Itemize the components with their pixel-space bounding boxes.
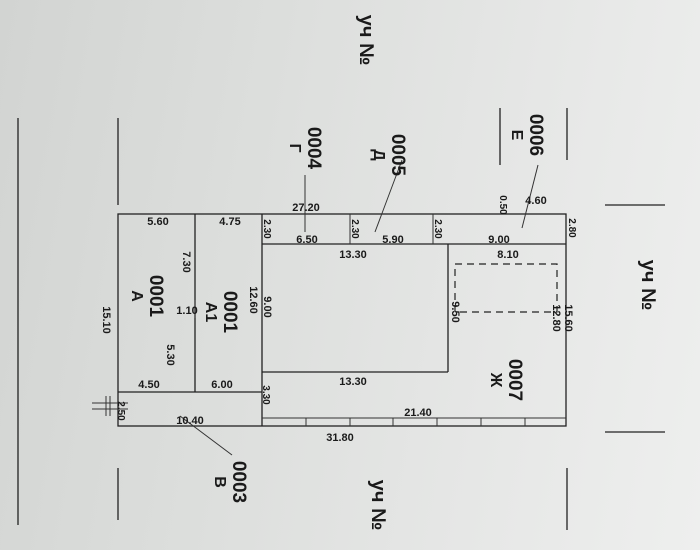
dim-2-30-c: 2.30 bbox=[432, 219, 443, 239]
dim-15-60: 15.60 bbox=[562, 304, 574, 332]
dim-3-30: 3.30 bbox=[260, 385, 271, 405]
building-code: 0003 bbox=[228, 461, 249, 503]
dim-9-00-v: 9.00 bbox=[261, 296, 273, 317]
dim-5-30: 5.30 bbox=[164, 344, 176, 365]
dim-8-10: 8.10 bbox=[497, 249, 518, 261]
plot-label-top: уч № bbox=[355, 15, 377, 66]
dim-2-80: 2.80 bbox=[566, 218, 577, 238]
dim-0-50: 0.50 bbox=[497, 195, 508, 215]
dim-6-00: 6.00 bbox=[211, 379, 232, 391]
dim-1-10: 1.10 bbox=[176, 305, 197, 317]
leader-0005 bbox=[374, 159, 403, 233]
building-0005: 0005 Д bbox=[370, 134, 408, 177]
building-code: 0004 bbox=[303, 127, 324, 170]
dim-2-50: 2.50 bbox=[115, 401, 126, 421]
building-letter: А bbox=[128, 290, 145, 302]
dim-4-75: 4.75 bbox=[219, 216, 240, 228]
dim-31-80: 31.80 bbox=[326, 432, 354, 444]
dim-12-60: 12.60 bbox=[247, 286, 259, 314]
building-0001-a: 0001 А bbox=[128, 275, 166, 318]
dim-4-50: 4.50 bbox=[138, 379, 159, 391]
dim-13-30-top: 13.30 bbox=[339, 249, 367, 261]
building-code: 0001 bbox=[145, 275, 166, 318]
building-letter: Е bbox=[508, 130, 525, 141]
building-letter: Ж bbox=[487, 372, 504, 388]
dim-5-90: 5.90 bbox=[382, 234, 403, 246]
building-letter: Г bbox=[286, 143, 303, 152]
dim-9-00-top: 9.00 bbox=[488, 234, 509, 246]
building-0007: 0007 Ж bbox=[487, 359, 525, 401]
leader-0006 bbox=[521, 164, 539, 229]
dim-5-60: 5.60 bbox=[147, 216, 168, 228]
dashed-zone bbox=[454, 263, 558, 313]
plot-outline bbox=[117, 213, 567, 427]
dim-21-40: 21.40 bbox=[404, 407, 432, 419]
dim-2-30-b: 2.30 bbox=[349, 219, 360, 239]
dim-15-10: 15.10 bbox=[100, 306, 112, 334]
plot-label-right: уч № bbox=[637, 260, 659, 311]
dim-12-80: 12.80 bbox=[550, 304, 562, 332]
building-0006: 0006 Е bbox=[508, 114, 546, 156]
building-0001-a1: 0001 А1 bbox=[202, 291, 240, 334]
building-letter: А1 bbox=[202, 302, 219, 323]
dim-7-30: 7.30 bbox=[180, 251, 192, 272]
plot-label-bottom: уч № bbox=[367, 480, 389, 531]
dim-10-40: 10.40 bbox=[176, 415, 204, 427]
dim-13-30-bottom: 13.30 bbox=[339, 376, 367, 388]
building-code: 0007 bbox=[504, 359, 525, 401]
building-code: 0006 bbox=[525, 114, 546, 156]
building-0004: 0004 Г bbox=[286, 127, 324, 170]
dim-4-60: 4.60 bbox=[525, 195, 546, 207]
building-letter: Д bbox=[370, 149, 387, 161]
dim-9-50: 9.50 bbox=[449, 301, 461, 322]
dim-top-total: 27.20 bbox=[292, 202, 320, 214]
building-letter: В bbox=[211, 476, 228, 488]
dim-2-30-a: 2.30 bbox=[261, 219, 272, 239]
building-code: 0001 bbox=[219, 291, 240, 334]
dim-6-50: 6.50 bbox=[296, 234, 317, 246]
leader-0003 bbox=[179, 415, 233, 456]
building-0003: 0003 В bbox=[211, 461, 249, 503]
building-code: 0005 bbox=[387, 134, 408, 177]
